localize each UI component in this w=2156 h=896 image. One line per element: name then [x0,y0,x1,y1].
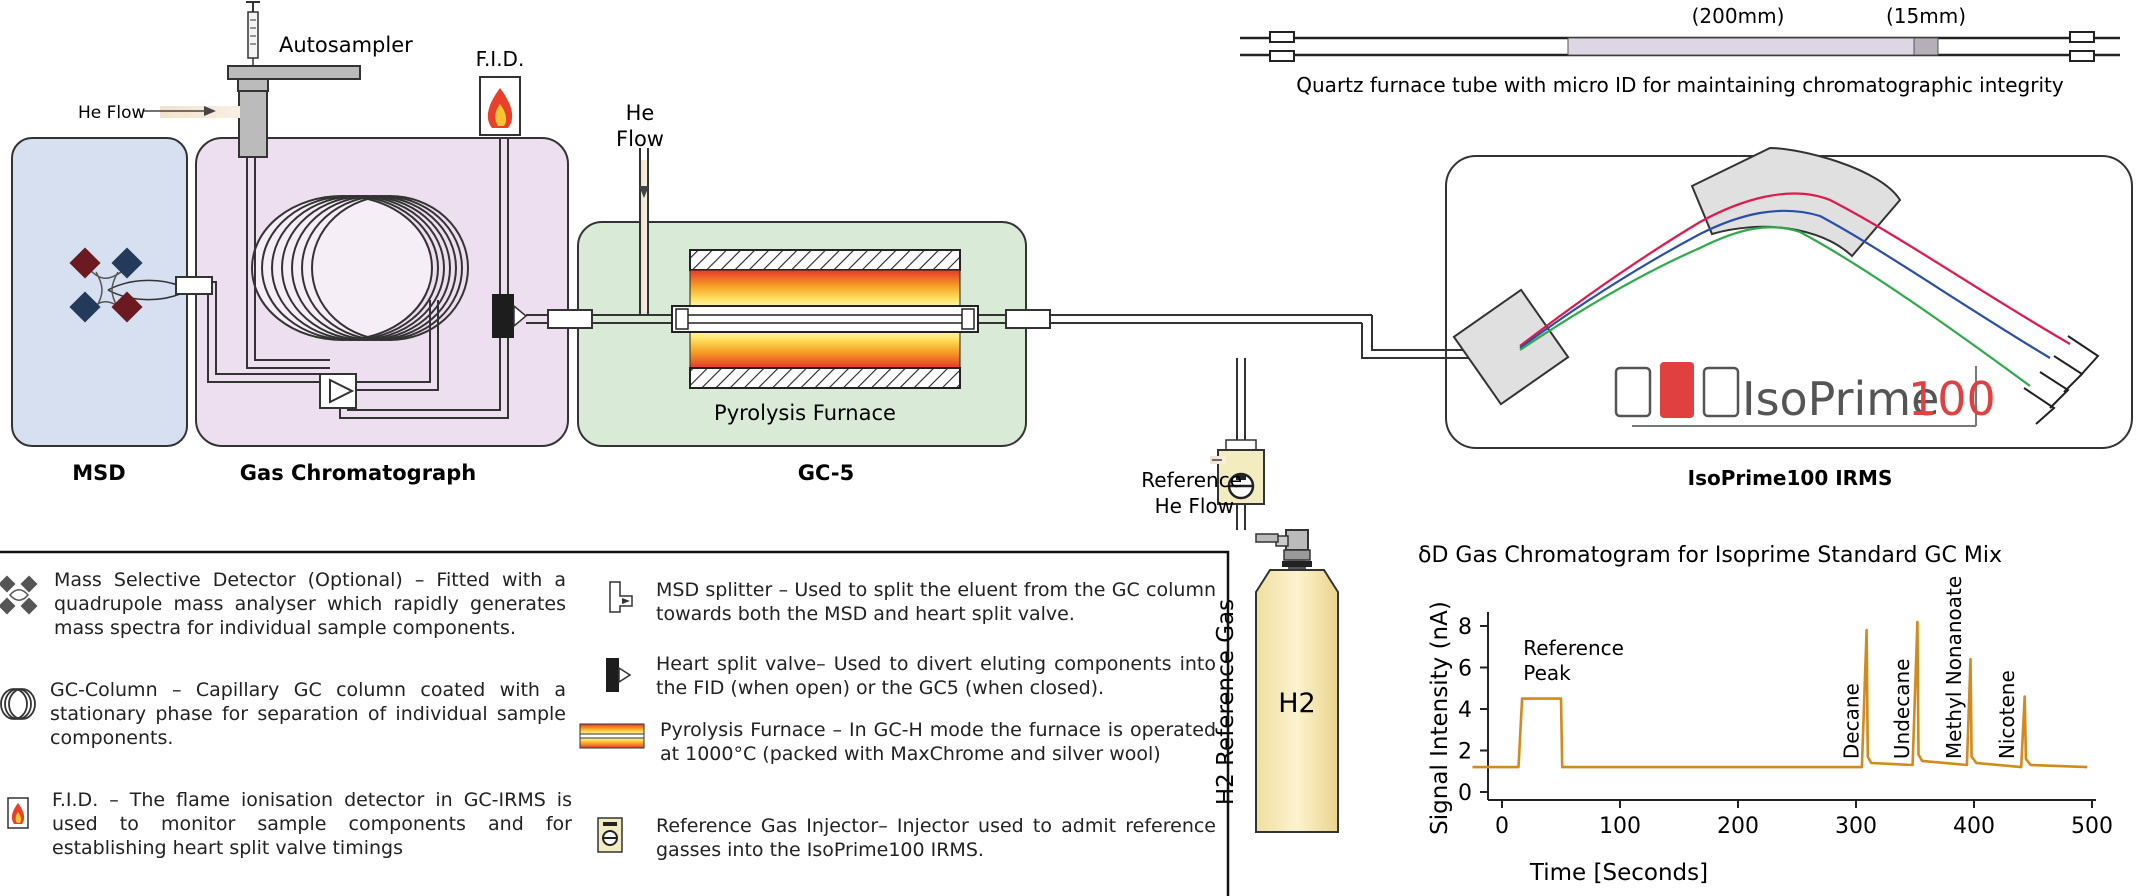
legend-item-reference-injector: Reference Gas Injector– Injector used to… [656,814,1216,862]
heart-split-valve-icon [606,658,632,692]
legend-item-msd: Mass Selective Detector (Optional) – Fit… [54,568,566,640]
ion-beams [1519,192,2071,387]
msd-module [11,137,188,447]
legend-item-pyrolysis-furnace: Pyrolysis Furnace – In GC-H mode the fur… [660,718,1216,766]
chart-y-label: Signal Intensity (nA) [1427,601,1453,835]
isoprime-logo [1614,362,1977,427]
chromatogram-chart: δD Gas Chromatogram for Isoprime Standar… [1418,543,2113,886]
ion-source [1452,288,1570,406]
msd-splitter [319,373,357,409]
annotation-methyl-nonanoate: Methyl Nonanoate [1942,576,1966,759]
reference-gas-injector [1210,439,1265,505]
fid-detector [479,76,521,136]
gc-column-coil [251,195,469,341]
tube-length-200mm: (200mm) [1692,4,1785,28]
legend-text-gc-column: GC-Column – Capillary GC column coated w… [50,679,566,749]
legend-text-pyrolysis-furnace: Pyrolysis Furnace – In GC-H mode the fur… [660,719,1216,765]
gc5-inlet-fitting [547,309,593,329]
annotation-decane: Decane [1839,683,1863,759]
he-flow-inlet [144,106,240,118]
h2-cylinder [1236,504,1339,833]
heart-split-valve [492,294,528,338]
legend-item-heart-split-valve: Heart split valve– Used to divert elutin… [656,652,1216,700]
gas-chromatograph-label: Gas Chromatograph [240,461,476,485]
h2-reference-gas-label: H2 Reference Gas [1213,599,1239,805]
reference-he-flow-label-1: Reference [1141,468,1242,492]
flame-icon [7,797,29,829]
legend-box [0,550,1230,896]
y-tick-label: 0 [1458,781,1472,806]
chromatogram-trace [1472,620,2088,769]
x-tick-label: 0 [1495,814,1509,839]
chart-x-label: Time [Seconds] [1529,860,1708,886]
collector-array [2023,335,2100,425]
y-tick-label: 4 [1458,698,1472,723]
x-tick-label: 400 [1953,814,1995,839]
legend-item-msd-splitter: MSD splitter – Used to split the eluent … [656,578,1216,626]
annotation-reference-peak: Reference [1523,636,1624,660]
x-tick-label: 200 [1717,814,1759,839]
annotation-nicotene: Nicotene [1995,670,2019,759]
reference-injector-icon [597,817,623,853]
quadrupole-analyser [69,247,213,323]
x-tick-label: 300 [1835,814,1877,839]
x-tick-label: 500 [2071,814,2113,839]
legend-text-heart-split-valve: Heart split valve– Used to divert elutin… [656,653,1216,699]
fid-label: F.I.D. [476,47,525,71]
msd-label: MSD [72,461,125,485]
quadrupole-icon [0,575,38,615]
gc5-outlet-fitting [1005,309,1051,329]
chart-title: δD Gas Chromatogram for Isoprime Standar… [1418,543,2002,568]
pyrolysis-furnace-icon [579,723,645,749]
annotation-reference-peak-line2: Peak [1523,661,1571,685]
he-flow-top-label-1: He [626,101,655,125]
autosampler-label: Autosampler [279,33,413,57]
x-tick-label: 100 [1599,814,1641,839]
logo-text: IsoPrime [1742,372,1939,426]
legend-text-reference-injector: Reference Gas Injector– Injector used to… [656,815,1216,861]
annotation-undecane: Undecane [1890,659,1914,760]
he-flow-left-label: He Flow [78,103,146,123]
legend-item-fid: F.I.D. – The flame ionisation detector i… [52,788,572,860]
h2-label: H2 [1278,688,1315,719]
y-tick-label: 2 [1458,740,1472,765]
reference-he-flow-label-2: He Flow [1155,494,1234,518]
autosampler [227,1,361,158]
isoprime-irms-label: IsoPrime100 IRMS [1688,466,1893,490]
msd-splitter-icon [609,581,633,613]
y-tick-label: 8 [1458,615,1472,640]
tube-length-15mm: (15mm) [1886,4,1966,28]
legend-text-msd-splitter: MSD splitter – Used to split the eluent … [656,579,1216,625]
quartz-furnace-tube [1240,31,2120,62]
pyrolysis-furnace-label: Pyrolysis Furnace [714,401,896,425]
legend-text-msd: Mass Selective Detector (Optional) – Fit… [54,569,566,639]
legend-text-fid: F.I.D. – The flame ionisation detector i… [52,789,572,859]
logo-number: 100 [1908,372,1996,426]
he-flow-top-label-2: Flow [616,127,664,151]
y-tick-label: 6 [1458,657,1472,682]
legend-item-gc-column: GC-Column – Capillary GC column coated w… [50,678,566,750]
gc-column-icon [0,688,36,720]
pyrolysis-furnace [671,249,979,389]
magnet-sector [1690,146,1902,258]
tube-caption: Quartz furnace tube with micro ID for ma… [1296,73,2064,97]
gc5-label: GC-5 [798,461,854,485]
